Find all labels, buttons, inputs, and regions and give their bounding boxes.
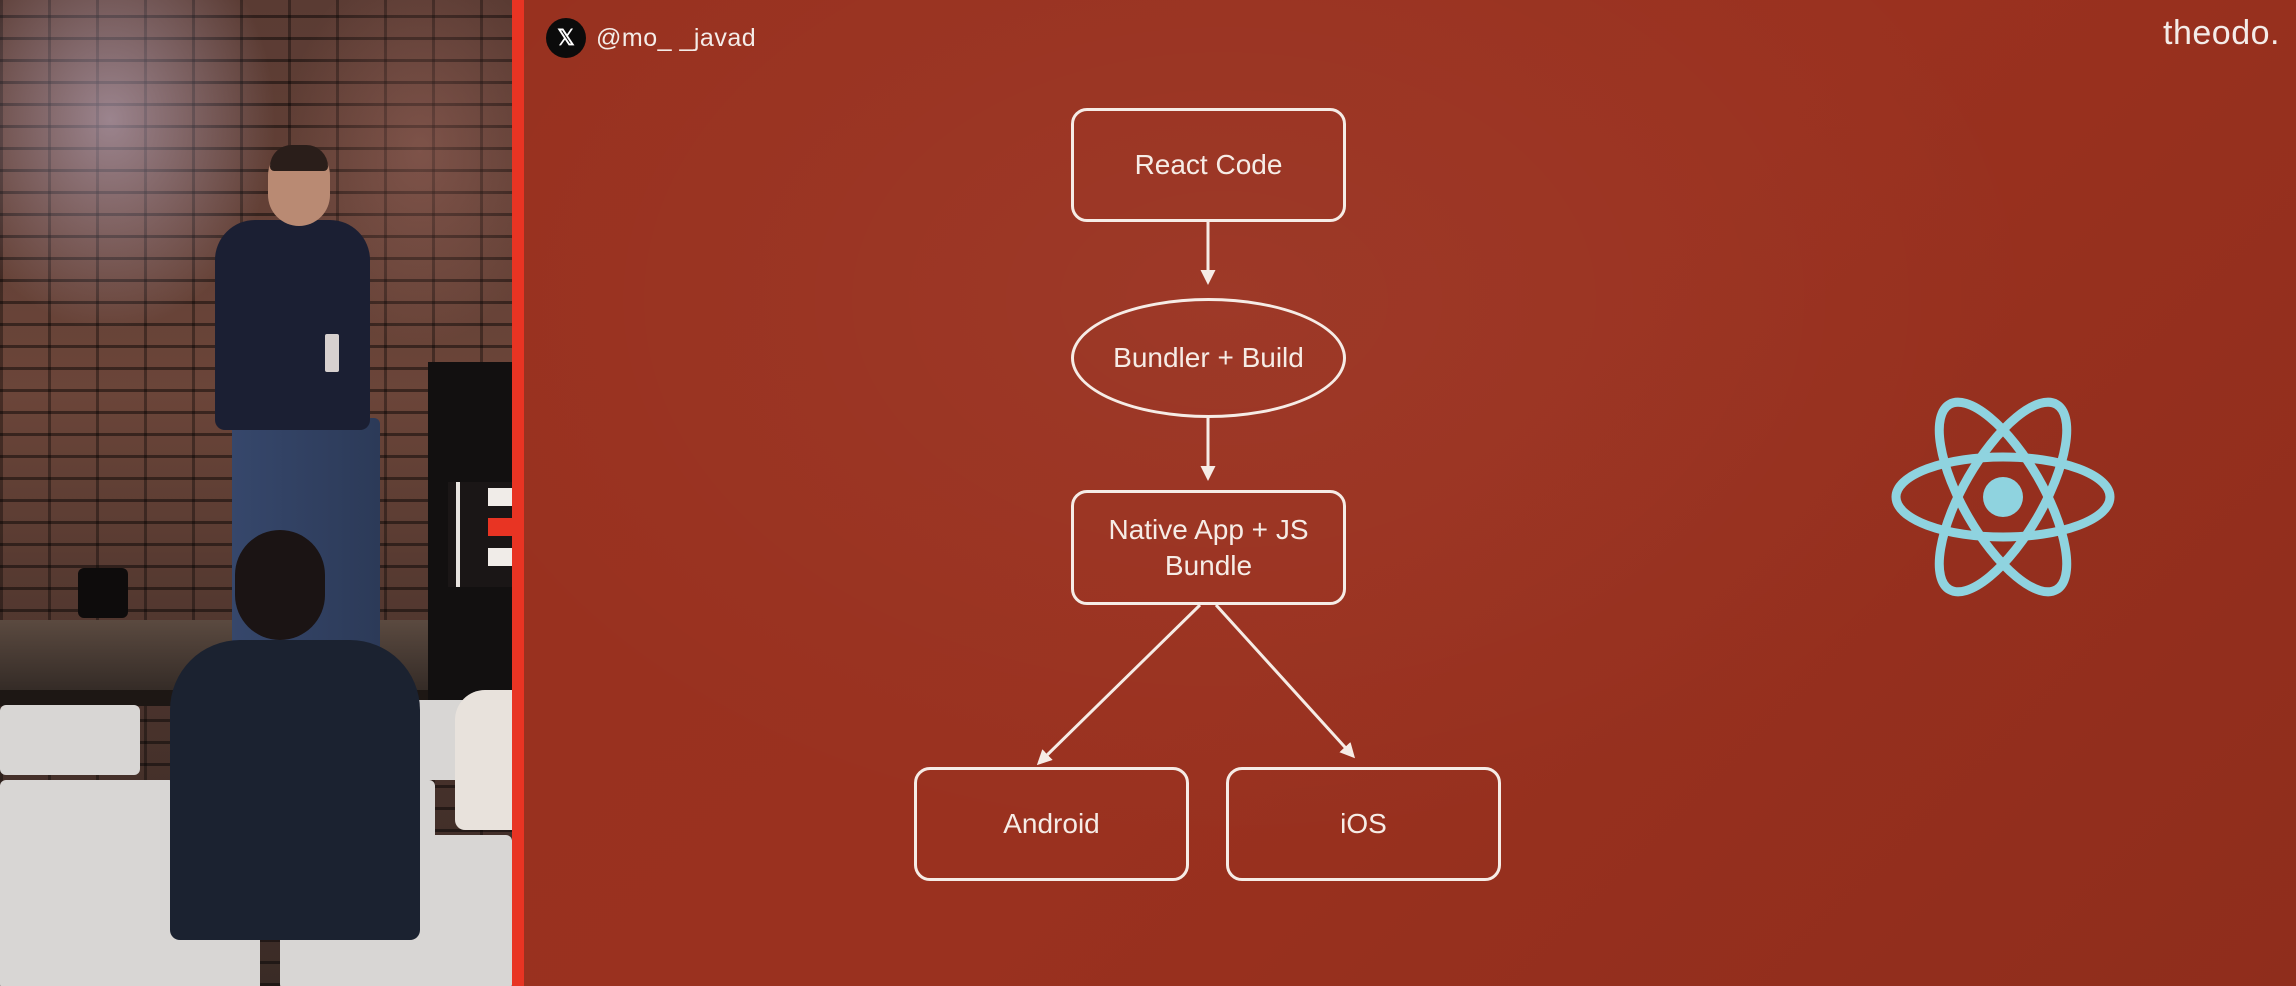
node-label: Native App + JS Bundle xyxy=(1108,513,1309,581)
social-handle-text: @mo_ _javad xyxy=(596,23,757,52)
slide: 𝕏 @mo_ _javad theodo. React Code Bundler… xyxy=(524,0,2296,986)
node-native-app: Native App + JS Bundle xyxy=(1071,490,1346,605)
node-bundler-build: Bundler + Build xyxy=(1071,298,1346,418)
frame-separator xyxy=(512,0,524,986)
chair xyxy=(0,705,140,775)
node-label: iOS xyxy=(1340,808,1387,839)
node-label: Android xyxy=(1003,808,1100,839)
audience-head xyxy=(235,530,325,640)
x-logo-icon: 𝕏 xyxy=(546,18,586,58)
speaker-hair xyxy=(270,145,328,171)
node-react-code: React Code xyxy=(1071,108,1346,222)
speaker-torso xyxy=(215,220,370,430)
brand-logo: theodo. xyxy=(2163,14,2280,52)
react-logo-icon xyxy=(1891,397,2115,597)
node-ios: iOS xyxy=(1226,767,1501,881)
node-android: Android xyxy=(914,767,1189,881)
audience-member xyxy=(455,690,512,830)
arrow-native-to-android xyxy=(1036,603,1202,766)
badge xyxy=(325,334,339,372)
stage-light xyxy=(78,568,128,618)
social-handle: 𝕏 @mo_ _javad xyxy=(546,18,756,58)
node-label: React Code xyxy=(1134,149,1283,180)
node-label: Bundler + Build xyxy=(1113,342,1304,373)
audience-member xyxy=(170,640,420,940)
speaker-video xyxy=(0,0,512,986)
arrow-native-to-ios xyxy=(1214,603,1356,759)
flowchart-connectors xyxy=(1036,222,1356,766)
podium-sign xyxy=(448,482,512,587)
